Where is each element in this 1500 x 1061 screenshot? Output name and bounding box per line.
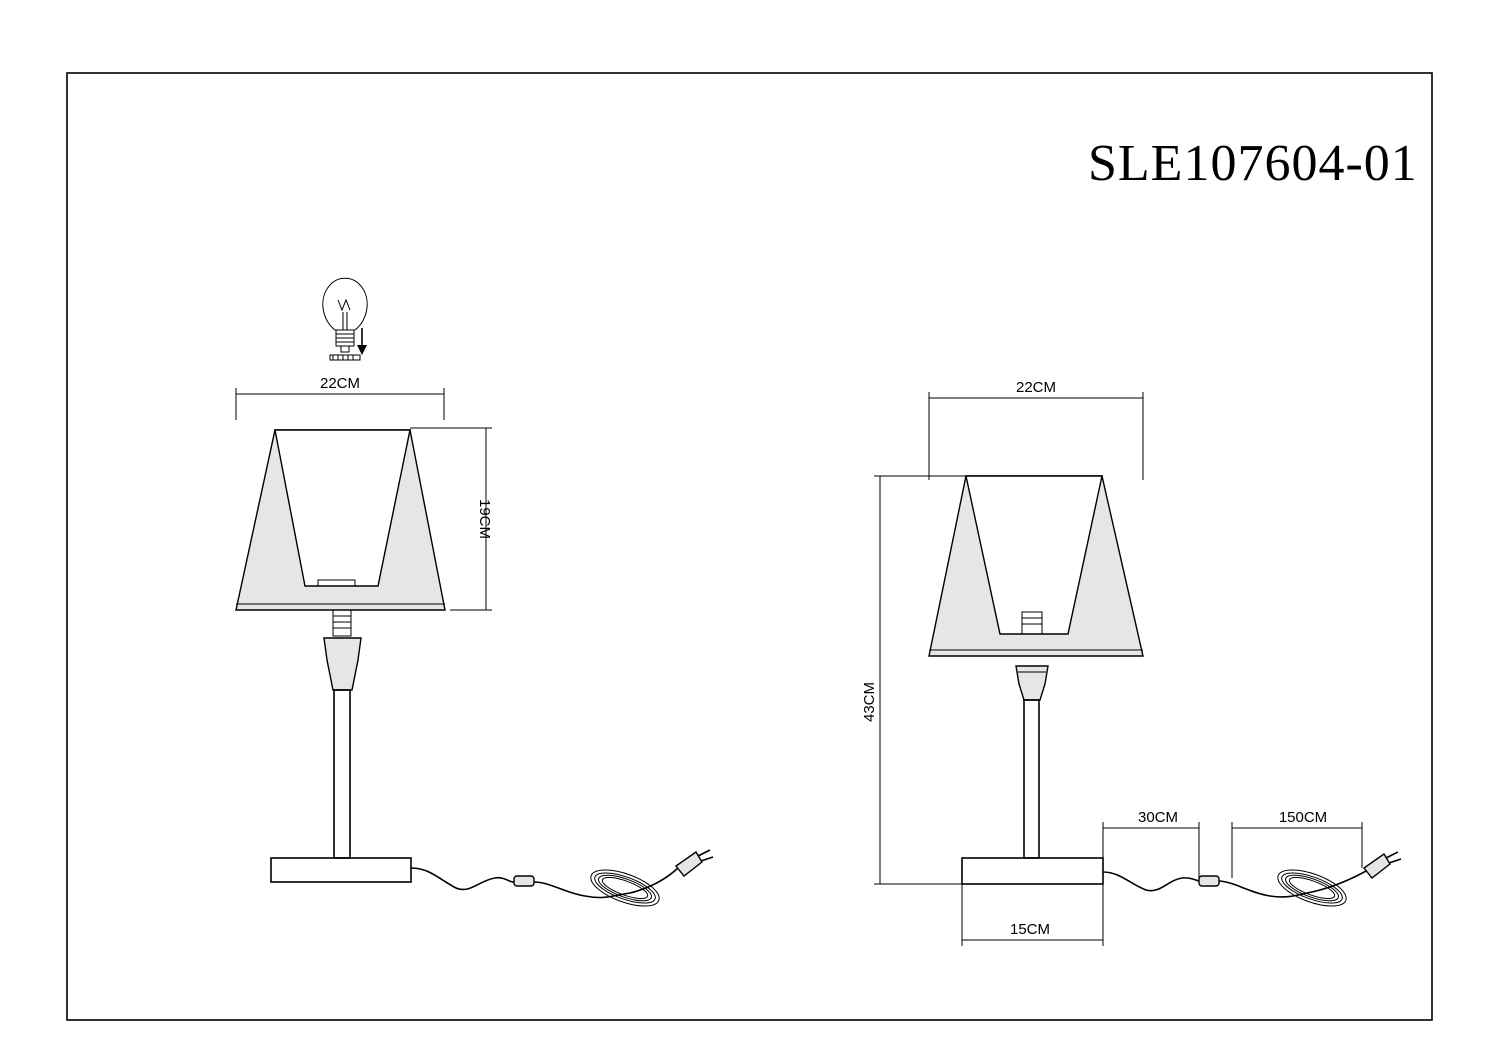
right-lamp-base [961, 857, 1104, 885]
switch-icon [513, 875, 535, 887]
right-lamp-stem [1023, 699, 1040, 859]
cord-to-switch-dimension: 30CM [1102, 809, 1200, 878]
right-plug-icon [1362, 851, 1402, 879]
insert-arrow-icon [357, 328, 367, 355]
total-height-label: 43CM [861, 682, 878, 722]
power-cord [410, 867, 679, 907]
model-number: SLE107604-01 [1088, 135, 1418, 192]
lamp-base [270, 857, 412, 883]
right-shade-width-dimension: 22CM [928, 379, 1144, 480]
shade-height-dimension: 19CM [410, 427, 493, 611]
base-width-label: 15CM [1010, 921, 1050, 938]
total-height-dimension: 43CM [861, 475, 968, 885]
inner-socket [1021, 611, 1043, 635]
switch-to-plug-dimension: 150CM [1231, 809, 1363, 878]
drawing-frame [66, 72, 1433, 1021]
right-view: 22CM 43CM [861, 379, 1402, 946]
right-lamp-shade [928, 475, 1144, 657]
plug-icon [674, 849, 714, 877]
right-shade-width-label: 22CM [1016, 379, 1056, 396]
right-switch-icon [1198, 875, 1220, 887]
right-cord-coil [1277, 869, 1347, 907]
base-width-dimension: 15CM [961, 884, 1104, 946]
switch-to-plug-label: 150CM [1279, 809, 1327, 826]
right-power-cord [1102, 869, 1369, 907]
right-lamp-holder [1015, 665, 1049, 701]
socket-icon [329, 354, 361, 361]
cord-to-switch-label: 30CM [1138, 809, 1178, 826]
shade-width-label: 22CM [320, 375, 360, 392]
shade-width-dimension: 22CM [235, 375, 445, 420]
shade-height-label: 19CM [476, 499, 493, 539]
light-bulb-icon [322, 277, 368, 353]
lamp-stem [333, 689, 351, 859]
lamp-shade-front [235, 429, 446, 611]
cord-coil [590, 869, 660, 907]
left-view: 22CM 19CM [235, 277, 714, 907]
lamp-holder [323, 609, 362, 691]
